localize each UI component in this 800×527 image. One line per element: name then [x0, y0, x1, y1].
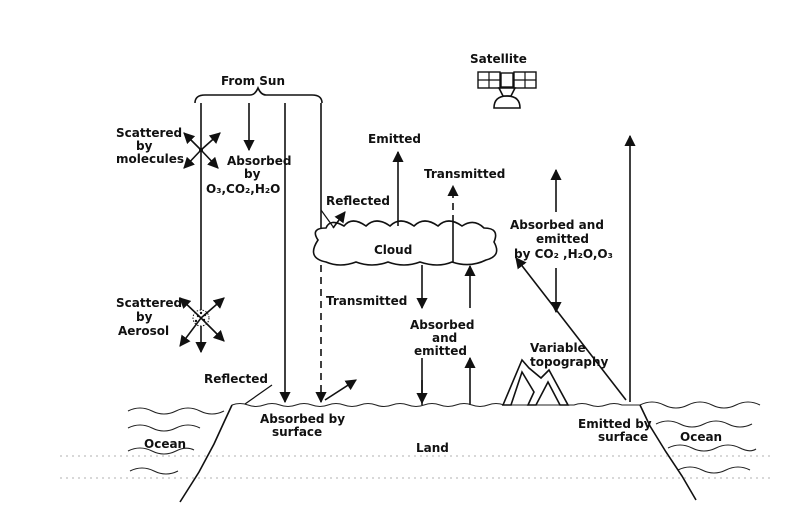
- transmitted-top-label: Transmitted: [424, 167, 505, 181]
- surface-reflected-pointer: [244, 384, 273, 405]
- emitted-surface-label-1: Emitted by: [578, 417, 652, 431]
- absorbed-o3-label-1: Absorbed: [227, 154, 292, 168]
- absorbed-surface-label-1: Absorbed by: [260, 412, 345, 426]
- absorbed-emitted-cloud-label-1: Absorbed: [410, 318, 475, 332]
- reflected-surface-label: Reflected: [204, 372, 268, 386]
- land-label: Land: [416, 441, 449, 455]
- ocean-right: [639, 401, 761, 501]
- cloud-label: Cloud: [374, 243, 412, 257]
- cloud-shape: [312, 220, 498, 266]
- scattered-aerosol-label-2: by: [136, 310, 153, 324]
- ocean-left-label: Ocean: [144, 437, 186, 451]
- absorbed-o3-label-2: by: [244, 167, 261, 181]
- satellite-label: Satellite: [470, 52, 527, 66]
- emitted-surface-label-2: surface: [598, 430, 648, 444]
- emitted-top-label: Emitted: [368, 132, 421, 146]
- absorbed-emitted-gas-label-1: Absorbed and: [510, 218, 604, 232]
- molecule-scatter-burst: [183, 132, 221, 169]
- absorbed-emitted-gas-label-2: emitted: [536, 232, 589, 246]
- absorbed-emitted-gas-label-3: by CO₂ ,H₂O,O₃: [514, 247, 613, 261]
- satellite-icon: [477, 71, 537, 109]
- aerosol-scatter-burst: [179, 297, 225, 354]
- absorbed-emitted-cloud-label-3: emitted: [414, 344, 467, 358]
- reflected-cloud-label: Reflected: [326, 194, 390, 208]
- absorbed-surface-label-2: surface: [272, 425, 322, 439]
- scattered-molecules-label-1: Scattered: [116, 126, 182, 140]
- slant-emission-arrow: [515, 257, 627, 401]
- absorbed-o3-label-3: O₃,CO₂,H₂O: [206, 182, 280, 196]
- scattered-molecules-label-2: by: [136, 139, 153, 153]
- topography-peaks: [501, 358, 570, 406]
- variable-topography-label-2: topography: [530, 355, 609, 369]
- cloud-reflected-pointer: [320, 209, 335, 229]
- scattered-molecules-label-3: molecules: [116, 152, 184, 166]
- surface-line: [231, 402, 640, 408]
- ocean-left: [127, 404, 233, 503]
- scattered-aerosol-label-3: Aerosol: [118, 324, 169, 338]
- surface-reflected-arrow: [324, 379, 357, 401]
- variable-topography-label-1: Variable: [530, 341, 586, 355]
- sun-bracket: [194, 85, 323, 104]
- scattered-aerosol-label-1: Scattered: [116, 296, 182, 310]
- ocean-right-label: Ocean: [680, 430, 722, 444]
- transmitted-below-cloud-label: Transmitted: [326, 294, 407, 308]
- absorbed-emitted-cloud-label-2: and: [432, 331, 457, 345]
- from-sun-label: From Sun: [221, 74, 285, 88]
- cloud-reflected-arrow: [332, 211, 346, 229]
